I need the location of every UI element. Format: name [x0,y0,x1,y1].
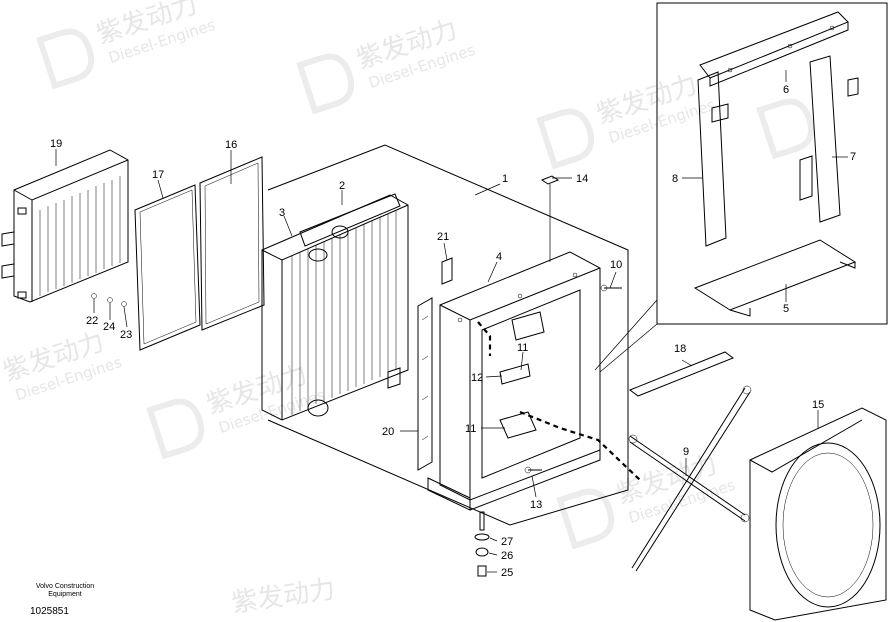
stay-rods [628,385,752,572]
callout-17: 17 [152,169,164,181]
label-14 [540,175,560,185]
seal-strip [628,351,735,397]
callout-19: 19 [50,138,62,150]
bracket-12 [499,363,531,385]
callout-22: 22 [86,315,98,327]
leader-lines [55,70,848,573]
watermark-tile: 紫发动力 Diesel-Engines [556,450,737,550]
callout-11-upper: 11 [517,342,528,354]
callout-9: 9 [683,446,689,458]
callout-14: 14 [576,173,588,185]
watermark-logo-icon [296,53,355,115]
callout-12: 12 [471,372,483,384]
watermark-tile: 紫发动力 [230,575,337,619]
watermark-tile: 紫发动力 Diesel-Engines [36,0,217,90]
watermark-tile: 紫发动力 Diesel-Engines [296,15,477,115]
gasket-frame-16 [199,156,265,331]
callout-11-lower: 11 [465,423,476,435]
radiator [261,193,409,421]
callout-24: 24 [103,321,115,333]
watermark-logo-icon [756,98,815,160]
manufacturer-label: Volvo Construction Equipment [35,583,95,598]
callout-20: 20 [382,426,394,438]
callout-1: 1 [502,173,508,185]
watermark-logo-icon [146,398,205,460]
drawing-footer: Volvo Construction Equipment 1025851 [30,583,100,617]
watermark-brand-cn: 紫发动力 [230,575,337,619]
callout-6: 6 [783,84,789,96]
callout-7: 7 [850,151,856,163]
callout-15: 15 [812,399,824,411]
callout-labels: 1 2 3 4 5 6 7 8 9 10 11 11 12 13 14 15 1… [50,84,856,579]
callout-2: 2 [339,180,345,192]
callout-10: 10 [610,259,622,271]
side-plate [417,297,433,471]
frame-4 [427,251,601,511]
assembly-outline [267,144,629,526]
callout-16: 16 [225,139,237,151]
watermark-logo-icon [536,108,595,170]
callout-27: 27 [501,536,513,548]
watermark-logo-icon [36,28,95,90]
bracket-11 [499,311,545,439]
watermark-tile: 紫发动力 Diesel-Engines [536,70,717,170]
callout-18: 18 [674,343,686,355]
watermark-tile: 紫发动力 Diesel-Engines [0,327,124,405]
watermark-tile [756,98,815,160]
callout-21: 21 [437,231,449,243]
detail-inset [594,2,888,373]
fasteners [91,284,622,577]
watermark-tile: 紫发动力 Diesel-Engines [146,360,327,460]
callout-5: 5 [783,303,789,315]
watermark-logo-icon [556,488,615,550]
plate-21 [441,257,453,285]
drawing-number: 1025851 [30,606,69,617]
callout-8: 8 [672,173,678,185]
callout-26: 26 [501,550,513,562]
callout-13: 13 [530,499,542,511]
charge-air-cooler [1,149,129,303]
callout-4: 4 [496,251,502,263]
callout-23: 23 [120,329,132,341]
hose-routing-line [477,321,641,481]
callout-3: 3 [279,207,285,219]
callout-25: 25 [501,567,513,579]
fan-shroud [749,407,887,621]
gasket-frame-17 [134,184,201,351]
